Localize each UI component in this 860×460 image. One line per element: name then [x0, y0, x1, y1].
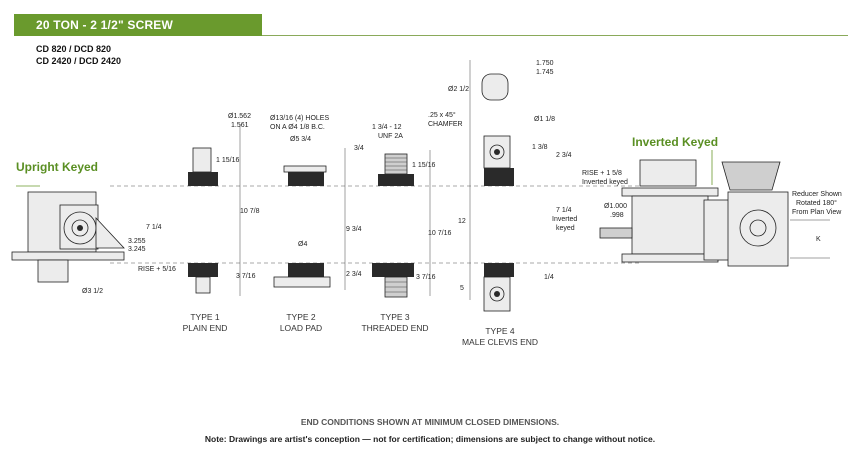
dim-inv-d1000: Ø1.000 — [604, 203, 627, 210]
dim-upright-3245: 3.245 — [128, 246, 146, 253]
dim-t3-thread-2: UNF 2A — [378, 133, 403, 140]
reducer-note-1: Reducer Shown — [792, 191, 842, 198]
type2-desc: LOAD PAD — [279, 323, 323, 333]
type4-caption: TYPE 4 MALE CLEVIS END — [452, 326, 548, 348]
type3-name: TYPE 3 — [380, 312, 410, 322]
dim-inv-rise-2: Inverted keyed — [582, 179, 628, 186]
dim-t4-5: 5 — [460, 285, 464, 292]
dim-t3-10-7-16: 10 7/16 — [428, 230, 452, 237]
dim-t4-2-3-4: 2 3/4 — [556, 152, 572, 159]
type3-threaded-end-drawing — [372, 150, 431, 298]
dim-t4-1-3-8: 1 3/8 — [532, 144, 548, 151]
inverted-jack-drawing — [599, 159, 830, 267]
dim-inv-998: .998 — [610, 212, 624, 219]
dim-t1-d1562: Ø1.562 — [228, 113, 251, 120]
disclaimer-note: Note: Drawings are artist's conception —… — [204, 434, 656, 444]
dim-t1-10-7-8: 10 7/8 — [240, 208, 260, 215]
dim-t2-9-3-4: 9 3/4 — [346, 226, 362, 233]
dim-t1-1561: 1.561 — [231, 122, 249, 129]
dim-inv-keyed: keyed — [556, 225, 575, 232]
dim-upright-3255: 3.255 — [128, 238, 146, 245]
title-rule — [262, 35, 848, 36]
dim-t3-1-15-16: 1 15/16 — [412, 162, 436, 169]
type2-load-pad-drawing — [273, 148, 346, 290]
type4-name: TYPE 4 — [485, 326, 515, 336]
reducer-note-2: Rotated 180° — [796, 200, 837, 207]
dim-upright-7-1-4: 7 1/4 — [146, 224, 162, 231]
dim-t2-d5-3-4: Ø5 3/4 — [290, 136, 312, 143]
type2-caption: TYPE 2 LOAD PAD — [266, 312, 336, 334]
type4-desc: MALE CLEVIS END — [461, 337, 539, 347]
dim-t2-d4: Ø4 — [298, 241, 308, 248]
dim-t3-thread-1: 1 3/4 - 12 — [372, 124, 402, 131]
dim-rise-5-16: RISE + 5/16 — [138, 266, 176, 273]
reducer-note-3: From Plan View — [792, 209, 842, 216]
dim-inv-7-1-4: 7 1/4 — [556, 207, 572, 214]
product-title: 20 TON - 2 1/2" SCREW — [14, 14, 262, 36]
dim-t4-1745: 1.745 — [536, 69, 554, 76]
type1-name: TYPE 1 — [190, 312, 220, 322]
type1-plain-end-drawing — [188, 124, 241, 296]
dim-t1-1-15-16: 1 15/16 — [216, 157, 240, 164]
dim-t2-holes-2: ON A Ø4 1/8 B.C. — [270, 124, 325, 131]
type3-caption: TYPE 3 THREADED END — [350, 312, 440, 334]
dim-t2-2-3-4: 2 3/4 — [346, 271, 362, 278]
dim-t2-3-4: 3/4 — [354, 145, 364, 152]
model-line-1: CD 820 / DCD 820 — [36, 44, 112, 54]
inverted-keyed-label: Inverted Keyed — [632, 135, 719, 149]
dim-inv-inverted: Inverted — [552, 216, 578, 223]
dim-t4-12: 12 — [458, 218, 466, 225]
model-line-2: CD 2420 / DCD 2420 — [36, 56, 122, 66]
type4-clevis-end-drawing — [469, 60, 514, 312]
dim-t2-holes-1: Ø13/16 (4) HOLES — [270, 115, 330, 122]
upright-keyed-label: Upright Keyed — [16, 160, 99, 174]
type1-desc: PLAIN END — [182, 323, 228, 333]
dim-t3-3-7-16: 3 7/16 — [416, 274, 436, 281]
end-conditions-note: END CONDITIONS SHOWN AT MINIMUM CLOSED D… — [300, 417, 560, 427]
dim-t4-chamfer-2: CHAMFER — [428, 121, 463, 128]
dim-d3-1-2: Ø3 1/2 — [82, 288, 104, 295]
dim-t1-3-7-16: 3 7/16 — [236, 273, 256, 280]
type2-name: TYPE 2 — [286, 312, 316, 322]
dim-t4-d1-1-8: Ø1 1/8 — [534, 116, 556, 123]
dim-t4-1750: 1.750 — [536, 60, 554, 67]
dim-t4-chamfer-1: .25 x 45° — [428, 112, 456, 119]
type1-caption: TYPE 1 PLAIN END — [170, 312, 240, 334]
dim-k: K — [816, 236, 821, 243]
dim-inv-rise-1: RISE + 1 5/8 — [582, 170, 622, 177]
dim-t4-1-4: 1/4 — [544, 274, 554, 281]
dim-t4-d2-1-2: Ø2 1/2 — [448, 86, 470, 93]
type3-desc: THREADED END — [361, 323, 429, 333]
upright-jack-drawing — [11, 191, 125, 283]
